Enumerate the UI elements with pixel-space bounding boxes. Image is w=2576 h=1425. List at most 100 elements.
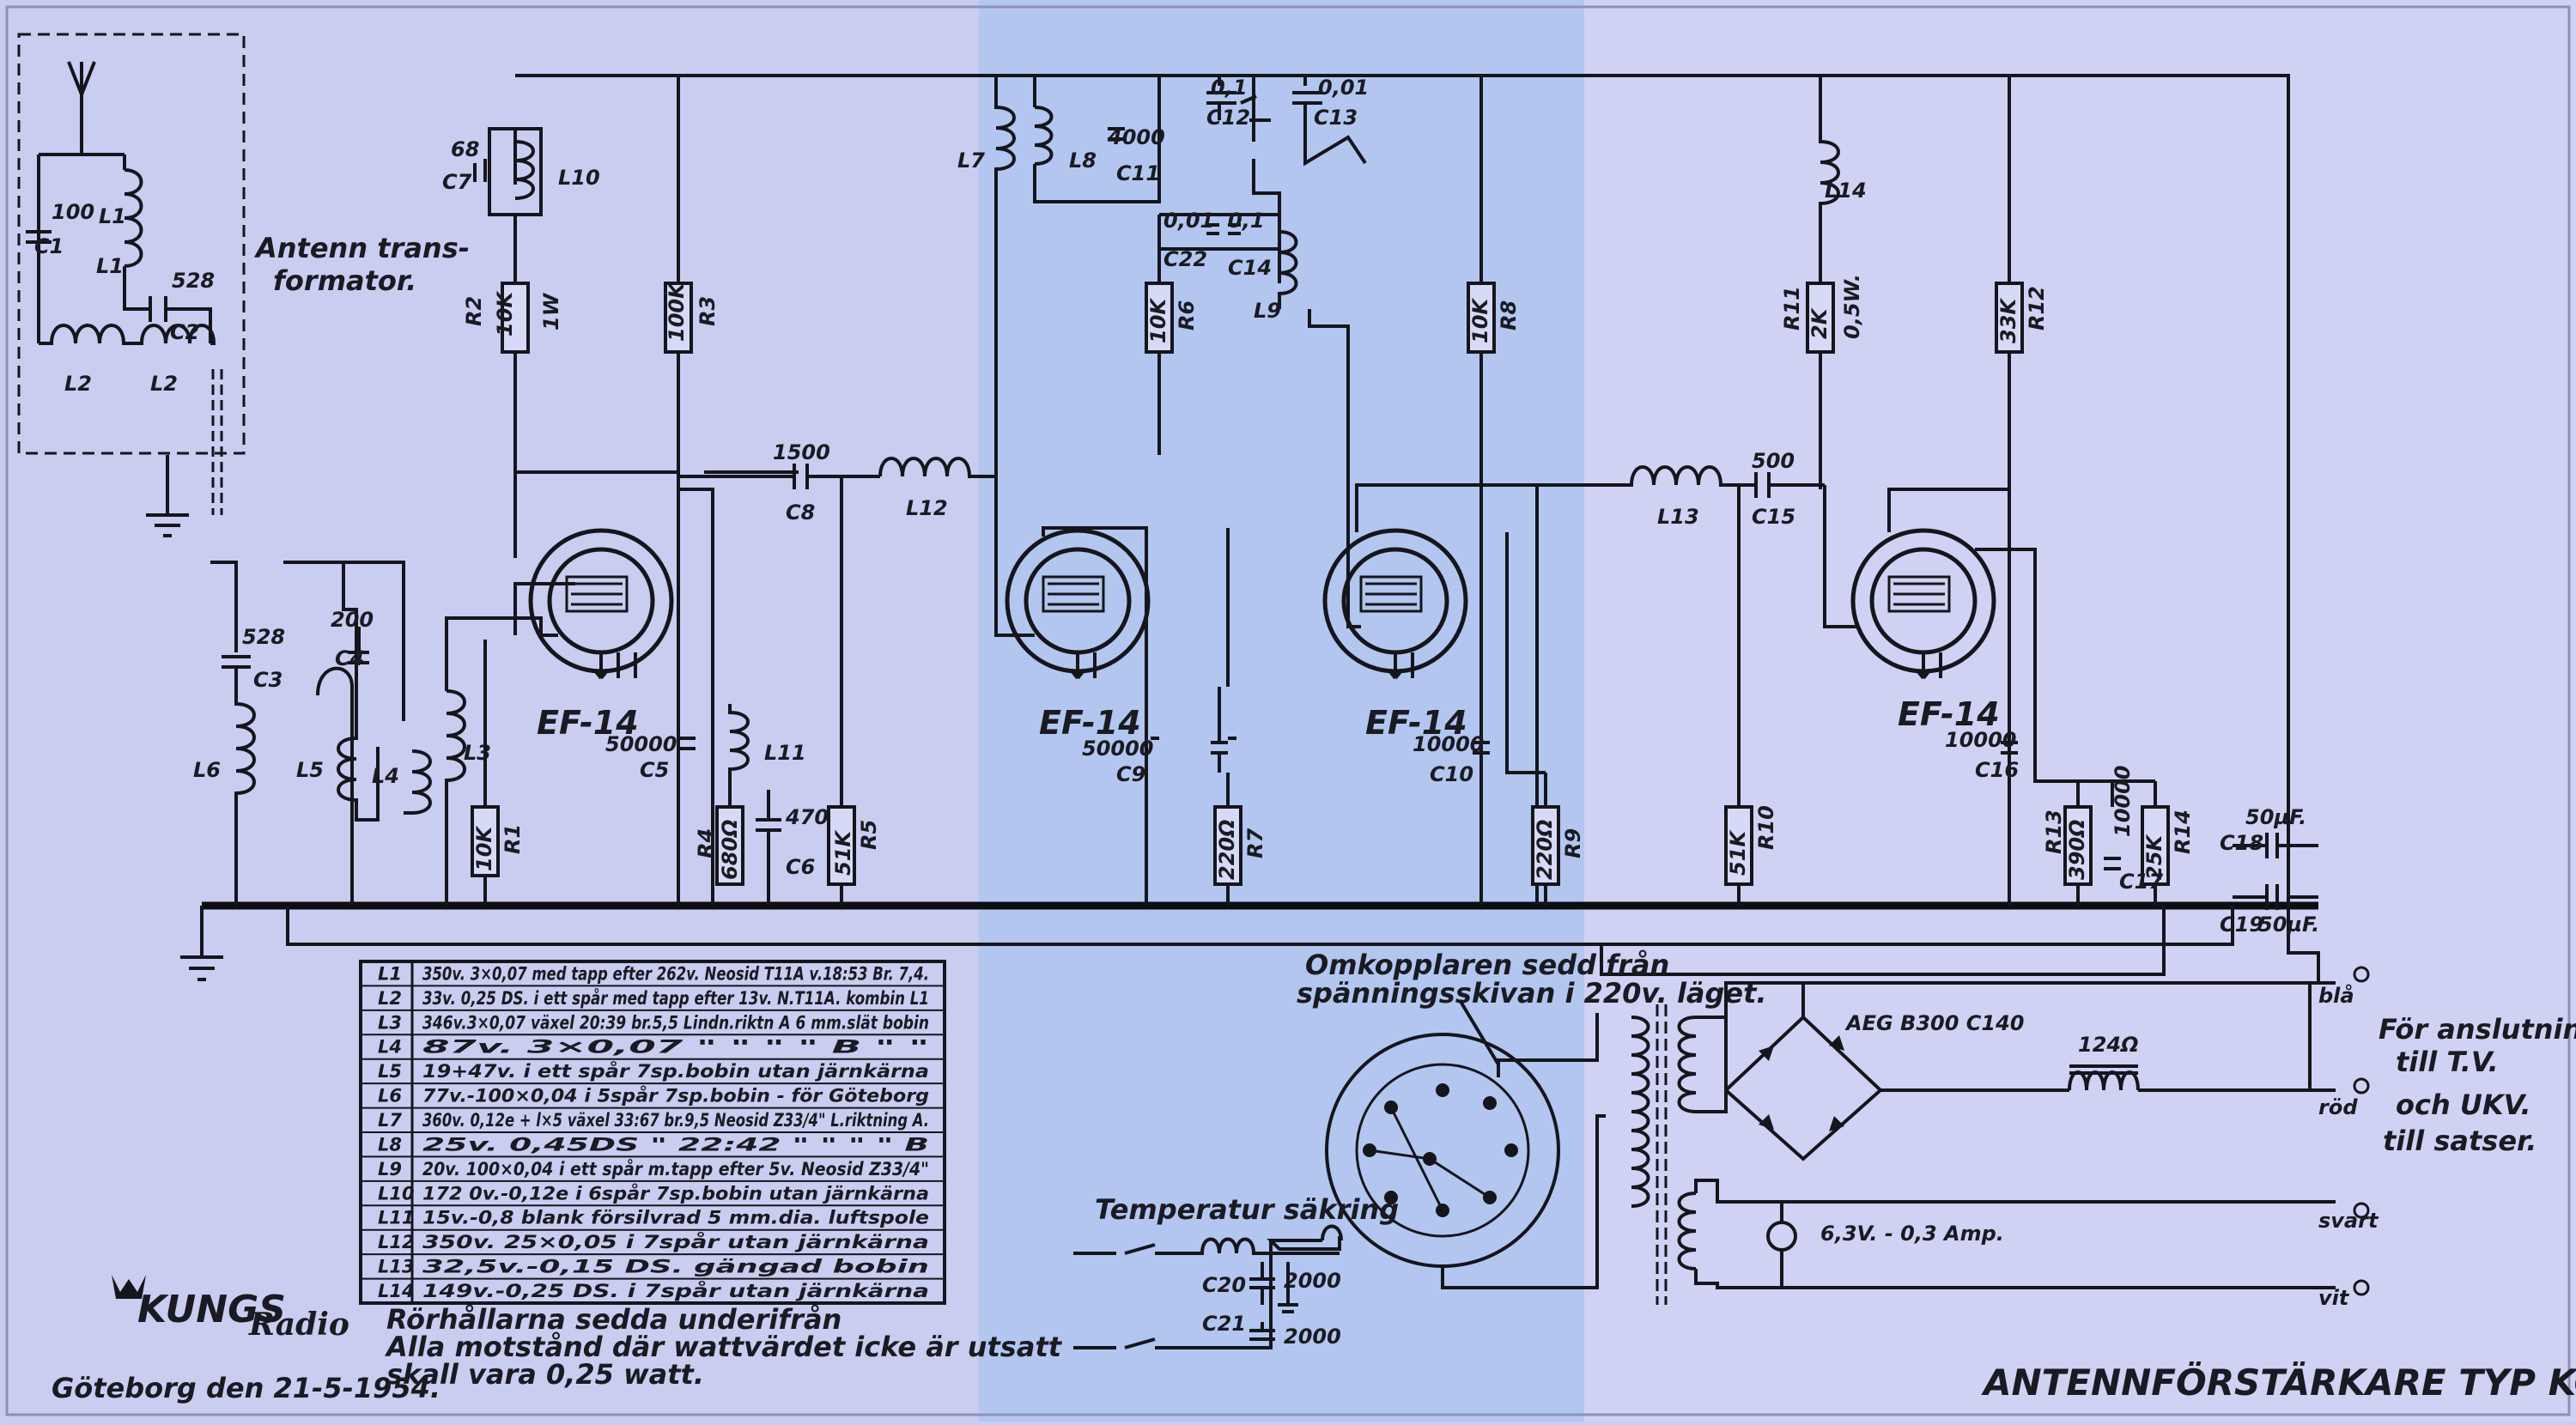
choke [2068, 1064, 2140, 1091]
svg-text:2K: 2K [1807, 306, 1832, 339]
antenna-transformer-box: 100 C1 L1 L1 528 C2 L2 L2 Antenn trans- … [17, 33, 470, 537]
svg-text:L7: L7 [957, 149, 985, 173]
coil-table-ref: L9 [378, 1159, 402, 1179]
transformer-primary [1631, 1016, 1650, 1208]
svg-text:10000: 10000 [1945, 728, 2017, 752]
coil-table-desc: 360v. 0,12e + l×5 växel 33:67 br.9,5 Neo… [422, 1110, 929, 1131]
svg-text:100: 100 [52, 200, 94, 224]
coil-table-desc: 172 0v.-0,12e i 6spår 7sp.bobin utan jär… [422, 1182, 929, 1204]
svg-text:C2: C2 [170, 320, 199, 344]
coil-table-ref: L2 [378, 988, 402, 1009]
coil-table-ref: L13 [378, 1257, 415, 1277]
svg-text:1W: 1W [539, 292, 563, 330]
svg-text:2000: 2000 [1284, 1269, 1341, 1293]
brand-name: KUNGS [137, 1288, 286, 1331]
svg-text:10K: 10K [472, 825, 496, 871]
svg-text:10K: 10K [493, 290, 517, 337]
coil-table-ref: L8 [378, 1134, 402, 1155]
svg-text:C18: C18 [2220, 831, 2263, 855]
svg-text:10K: 10K [1146, 297, 1170, 343]
svg-text:L1: L1 [96, 254, 124, 278]
svg-text:C15: C15 [1752, 505, 1795, 529]
svg-text:L5: L5 [296, 758, 324, 782]
svg-text:25K: 25K [2142, 834, 2166, 880]
svg-text:C17: C17 [2119, 870, 2163, 894]
interstage-1: 1500 C8 L12 51K R5 [678, 440, 996, 906]
r9-body [1531, 805, 1560, 886]
svg-text:R3: R3 [696, 296, 720, 326]
svg-text:100K: 100K [665, 281, 689, 342]
coil-table-desc: 346v.3×0,07 växel 20:39 br.5,5 Lindn.rik… [422, 1012, 929, 1033]
r10-body [1724, 805, 1753, 886]
coil-table-ref: L4 [378, 1037, 402, 1058]
svg-text:till satser.: till satser. [2383, 1125, 2537, 1157]
coil-table-ref: L1 [378, 963, 402, 984]
stage-4: L14 2K R11 0,5W. 33K R12 EF-14 10000 C16… [1780, 76, 2195, 906]
svg-text:R12: R12 [2025, 286, 2049, 330]
svg-text:Rörhållarna sedda underifrån: Rörhållarna sedda underifrån [386, 1303, 841, 1336]
svg-text:L2: L2 [150, 372, 178, 396]
svg-text:50000: 50000 [605, 732, 677, 756]
svg-text:528: 528 [172, 269, 215, 293]
svg-text:0,5W.: 0,5W. [1840, 274, 1864, 339]
stage-3: 10K R8 EF-14 10000 C10 220Ω R9 [1314, 76, 1585, 906]
l8-coil [1033, 76, 1161, 203]
svg-text:220Ω: 220Ω [1533, 820, 1557, 881]
svg-text:formator.: formator. [273, 264, 416, 297]
svg-text:EF-14: EF-14 [537, 704, 639, 742]
svg-text:51K: 51K [831, 829, 855, 876]
svg-text:L13: L13 [1657, 505, 1699, 529]
ground-symbol [180, 906, 223, 981]
coil-table-desc: 77v.-100×0,04 i 5spår 7sp.bobin - för Gö… [422, 1085, 929, 1107]
coil-table-ref: L10 [378, 1183, 415, 1204]
svg-text:C3: C3 [253, 668, 283, 692]
svg-text:L9: L9 [1254, 299, 1281, 323]
svg-text:R13: R13 [2042, 810, 2066, 854]
svg-text:Alla motstånd där wattvärdet i: Alla motstånd där wattvärdet icke är uts… [384, 1331, 1063, 1363]
svg-text:33K: 33K [1996, 297, 2020, 343]
svg-text:0,01: 0,01 [1318, 76, 1369, 100]
svg-text:0,01: 0,01 [1163, 209, 1214, 233]
coil-table-ref: L5 [378, 1061, 402, 1082]
r3-body [664, 282, 693, 354]
svg-text:C9: C9 [1116, 762, 1145, 786]
coil-table-desc: 20v. 100×0,04 i ett spår m.tapp efter 5v… [422, 1158, 929, 1179]
svg-text:R14: R14 [2171, 810, 2195, 854]
svg-text:200: 200 [331, 608, 374, 632]
svg-text:0,1: 0,1 [1228, 209, 1265, 233]
l5-coil [337, 663, 380, 822]
svg-text:528: 528 [242, 625, 285, 649]
svg-text:C16: C16 [1975, 758, 2019, 782]
svg-text:680Ω: 680Ω [718, 820, 742, 881]
svg-text:C13: C13 [1314, 106, 1358, 130]
drawing-title: ANTENNFÖRSTÄRKARE TYP KCA 300 [1981, 1361, 2576, 1404]
svg-text:C21: C21 [1202, 1312, 1246, 1336]
coil-table-ref: L12 [378, 1232, 415, 1252]
svg-text:C22: C22 [1163, 247, 1207, 271]
ground-1 [146, 455, 189, 537]
l7-coil [994, 76, 1016, 476]
svg-text:R2: R2 [462, 296, 486, 326]
svg-text:spänningsskivan i 220v. läget.: spänningsskivan i 220v. läget. [1297, 977, 1767, 1010]
r7-body [1213, 805, 1242, 886]
r1-body [471, 805, 500, 877]
svg-text:0,1: 0,1 [1211, 76, 1248, 100]
svg-text:C1: C1 [34, 234, 64, 258]
r4-body [715, 805, 744, 886]
l4-coil [404, 749, 432, 815]
l11-coil [728, 704, 750, 807]
paper-band-highlight [979, 0, 1584, 1422]
svg-text:L1: L1 [99, 204, 126, 228]
svg-text:50µF.: 50µF. [2245, 805, 2306, 829]
svg-text:C5: C5 [640, 758, 669, 782]
l12-coil [878, 457, 996, 478]
coil-table-ref: L6 [378, 1086, 402, 1107]
svg-text:10000: 10000 [1413, 732, 1485, 756]
c15-plates [1754, 472, 1771, 498]
crown-icon [112, 1275, 146, 1299]
svg-text:L3: L3 [464, 741, 491, 765]
coil-table-desc: 33v. 0,25 DS. i ett spår med tapp efter … [422, 987, 929, 1009]
coil-table-ref: L11 [378, 1208, 415, 1228]
title-block: KUNGS Radio Rörhållarna sedda underifrån… [52, 1275, 2576, 1404]
svg-text:C11: C11 [1116, 161, 1160, 185]
